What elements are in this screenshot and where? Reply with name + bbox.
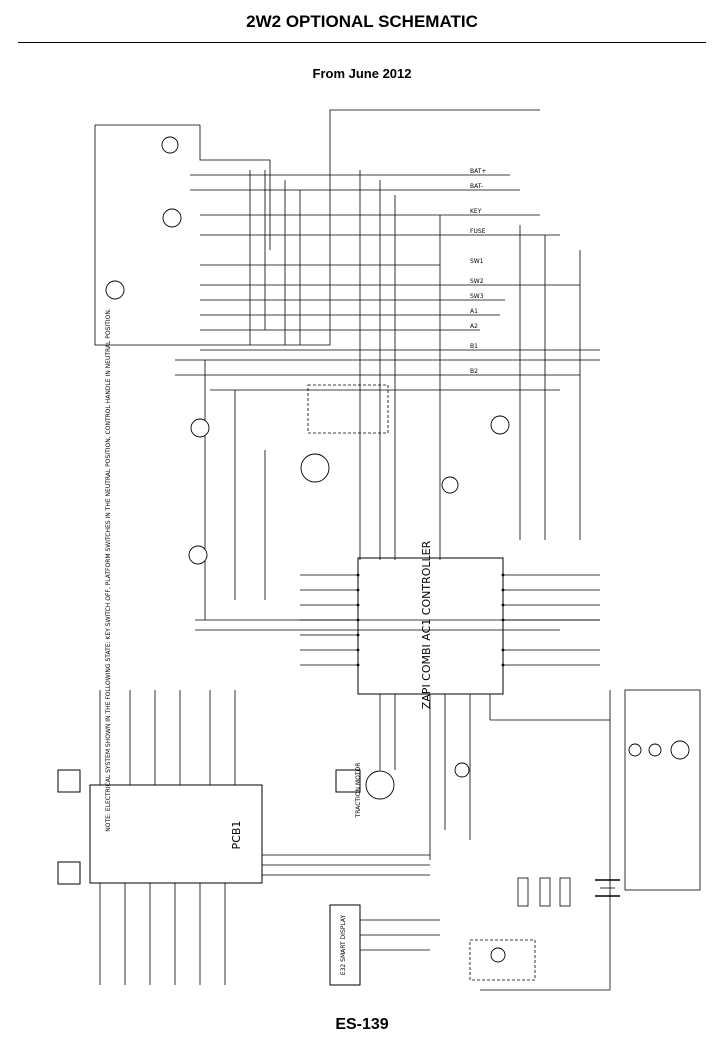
traction-motor-label: TRACTION MOTOR	[355, 763, 362, 819]
page-subtitle: From June 2012	[312, 66, 412, 81]
wire-label: KEY	[470, 208, 482, 215]
motor-icon	[454, 762, 470, 778]
title-rule	[18, 42, 706, 43]
motor-icon	[188, 545, 208, 565]
motor-icon	[300, 453, 330, 483]
coil-icon	[441, 476, 459, 494]
wire-label: BAT-	[470, 183, 483, 190]
lamp-icon	[105, 280, 125, 300]
wire-label: B2	[470, 368, 478, 375]
page-title: 2W2 OPTIONAL SCHEMATIC	[246, 12, 478, 31]
motor-icon	[490, 415, 510, 435]
motor-icon	[670, 740, 690, 760]
wire-label: A1	[470, 308, 478, 315]
wire-label: FUSE	[470, 228, 486, 235]
page-number: ES-139	[335, 1016, 389, 1033]
wire-label: A2	[470, 323, 478, 330]
wire-label: SW2	[470, 278, 484, 285]
controller-label: ZAPI COMBI AC1 CONTROLLER	[420, 540, 433, 709]
coil-icon	[490, 947, 506, 963]
wire-label: SW3	[470, 293, 484, 300]
motor-icon	[162, 208, 182, 228]
display-label: E32 SMART DISPLAY	[340, 915, 347, 976]
lamp-icon	[648, 743, 662, 757]
note-text: NOTE: ELECTRICAL SYSTEM SHOWN IN THE FOL…	[105, 308, 112, 832]
lamp-icon	[628, 743, 642, 757]
wire-label: SW1	[470, 258, 484, 265]
wire-label: BAT+	[470, 168, 486, 175]
wire-label: B1	[470, 343, 478, 350]
lamp-icon	[161, 136, 179, 154]
traction-motor-icon	[365, 770, 395, 800]
pcb-label: PCB1	[230, 821, 243, 850]
motor-icon	[190, 418, 210, 438]
